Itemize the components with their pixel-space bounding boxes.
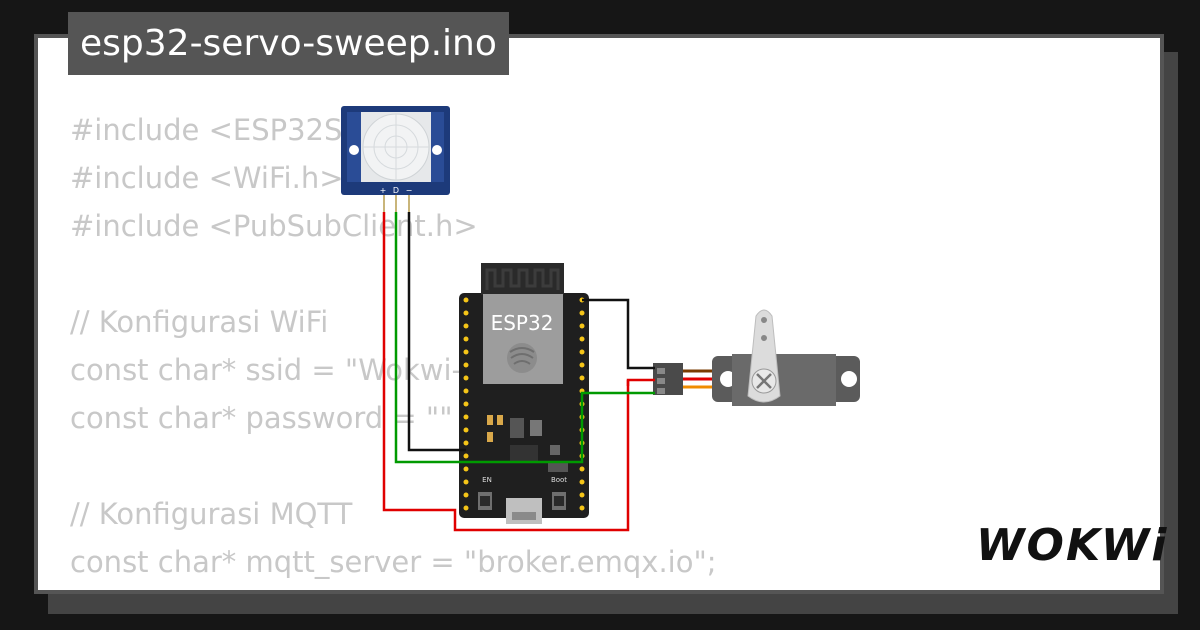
code-line: // Konfigurasi WiFi bbox=[70, 305, 329, 339]
pir-pin-label-data: D bbox=[393, 186, 399, 195]
wokwi-logo[interactable]: WOKWi bbox=[976, 520, 1169, 571]
pir-pin-label-vcc: + bbox=[380, 186, 387, 195]
code-line: #include <WiFi.h> bbox=[70, 161, 344, 195]
esp32-board[interactable]: ESP32 EN Boot bbox=[459, 263, 589, 524]
left-pin-header bbox=[463, 297, 469, 511]
project-preview-card[interactable]: #include <ESP32Se #include <WiFi.h> #inclu… bbox=[34, 34, 1164, 594]
board-label: ESP32 bbox=[491, 311, 554, 335]
code-line: const char* password = "" bbox=[70, 401, 453, 435]
project-title-tab[interactable]: esp32-servo-sweep.ino bbox=[68, 12, 509, 75]
wire-signal bbox=[394, 212, 655, 464]
code-line: // Konfigurasi MQTT bbox=[70, 497, 353, 531]
code-line: const char* ssid = "Wokwi- bbox=[70, 353, 463, 387]
boot-button-label: Boot bbox=[551, 476, 567, 484]
wires bbox=[382, 212, 655, 532]
wire-gnd-pir bbox=[407, 212, 466, 452]
code-line: const char* mqtt_server = "broker.emqx.i… bbox=[70, 545, 717, 579]
pir-sensor[interactable]: + D − bbox=[341, 106, 450, 212]
code-line: #include <ESP32Se bbox=[70, 113, 361, 147]
wire-gnd-servo bbox=[582, 298, 655, 370]
pir-pin-label-gnd: − bbox=[406, 186, 413, 195]
code-preview: #include <ESP32Se #include <WiFi.h> #inclu… bbox=[70, 106, 717, 586]
servo-motor[interactable] bbox=[653, 309, 860, 406]
en-button-label: EN bbox=[482, 476, 492, 484]
code-line: #include <PubSubClient.h> bbox=[70, 209, 478, 243]
